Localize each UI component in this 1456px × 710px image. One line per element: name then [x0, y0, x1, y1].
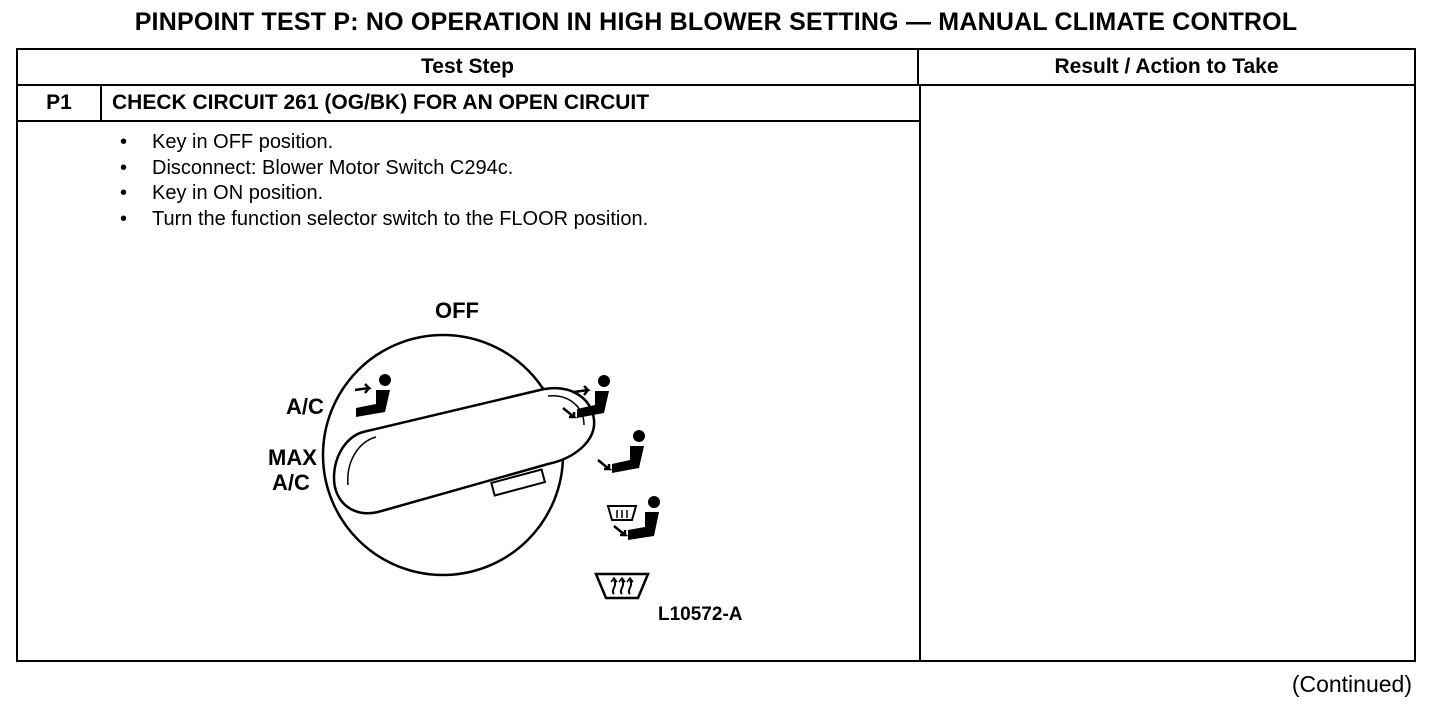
instruction-item: Key in OFF position.: [114, 130, 648, 156]
defrost-icon: [594, 572, 650, 600]
instruction-item: Disconnect: Blower Motor Switch C294c.: [114, 156, 648, 182]
function-selector-figure: OFF A/C MAX A/C: [218, 280, 738, 640]
pinpoint-test-table: Test Step Result / Action to Take P1 CHE…: [16, 48, 1416, 662]
function-selector-knob-drawing: [321, 333, 660, 600]
label-max: MAX: [268, 445, 317, 470]
header-result-action: Result / Action to Take: [919, 50, 1414, 86]
instruction-item: Turn the function selector switch to the…: [114, 207, 648, 233]
label-off: OFF: [435, 298, 479, 323]
panel-vent-icon: [354, 374, 391, 417]
label-max-ac: A/C: [272, 470, 310, 495]
selector-knob: [332, 387, 596, 515]
floor-icon: [597, 430, 645, 473]
panel-floor-icon: [562, 375, 610, 419]
header-test-step: Test Step: [18, 50, 919, 86]
floor-defrost-icon: [606, 496, 660, 540]
knob-pointer: [490, 468, 547, 497]
instruction-item: Key in ON position.: [114, 181, 648, 207]
column-divider: [919, 86, 921, 662]
label-ac: A/C: [286, 394, 324, 419]
step-instructions: Key in OFF position. Disconnect: Blower …: [114, 130, 648, 232]
continued-note: (Continued): [1291, 671, 1412, 697]
figure-id: L10572-A: [658, 604, 743, 625]
step-title: CHECK CIRCUIT 261 (OG/BK) FOR AN OPEN CI…: [102, 86, 919, 122]
step-id: P1: [18, 86, 102, 122]
page-title: PINPOINT TEST P: NO OPERATION IN HIGH BL…: [134, 8, 1298, 36]
